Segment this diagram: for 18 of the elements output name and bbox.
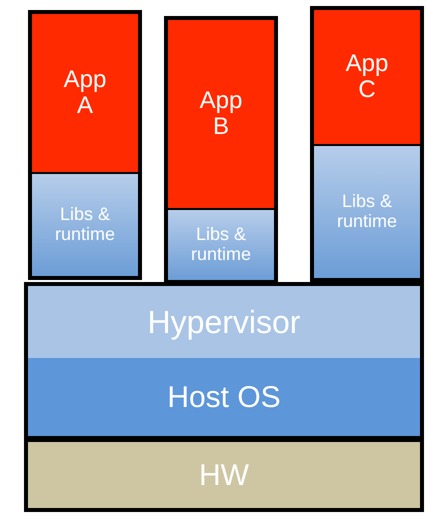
layer-label: Libs & runtime	[190, 225, 252, 265]
layer-label: HW	[199, 458, 249, 492]
layer-label: Libs & runtime	[54, 205, 116, 245]
app-layer	[310, 6, 424, 146]
layer-label: App C	[344, 50, 390, 104]
app-layer	[28, 10, 142, 174]
layer-label: Hypervisor	[148, 305, 300, 341]
layer-label: Libs & runtime	[336, 192, 398, 232]
layer-label: App B	[198, 88, 244, 140]
library-layer	[164, 208, 278, 284]
host-os-layer	[24, 358, 424, 440]
hardware-layer	[24, 438, 424, 512]
hypervisor-layer	[24, 282, 424, 360]
app-layer	[164, 16, 278, 210]
layer-label: Host OS	[167, 380, 281, 414]
library-layer	[310, 144, 424, 282]
library-layer	[28, 172, 142, 280]
layer-label: App A	[62, 66, 108, 120]
